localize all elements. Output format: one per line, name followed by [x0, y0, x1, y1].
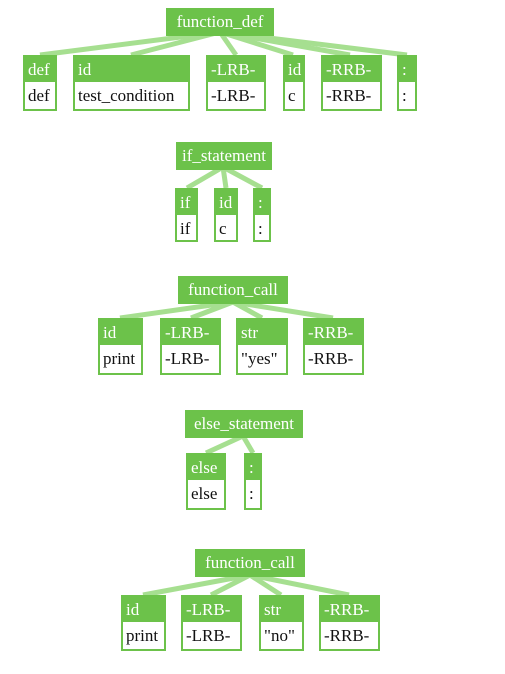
- leaf-lrb: -LRB- -LRB-: [160, 318, 221, 375]
- leaf-value: else: [191, 484, 218, 503]
- leaf-rrb: -RRB- -RRB-: [319, 595, 380, 651]
- leaf-type: id: [100, 320, 141, 345]
- leaf-type: :: [246, 455, 260, 480]
- leaf-value: -LRB-: [165, 349, 210, 368]
- leaf-value: -LRB-: [186, 626, 231, 645]
- leaf-str: str "yes": [236, 318, 288, 375]
- leaf-type: str: [238, 320, 286, 345]
- leaf-type: -RRB-: [305, 320, 362, 345]
- leaf-value: "no": [264, 626, 295, 645]
- leaf-type: :: [399, 57, 415, 82]
- leaf-value: -RRB-: [324, 626, 370, 645]
- leaf-type: :: [255, 190, 269, 215]
- leaf-type: def: [25, 57, 55, 82]
- leaf-value: -LRB-: [211, 86, 256, 105]
- leaf-id: id c: [214, 188, 238, 242]
- leaf-type: -RRB-: [321, 597, 378, 622]
- node-if-statement: if_statement: [176, 142, 272, 170]
- leaf-def: def def: [23, 55, 57, 111]
- leaf-type: id: [285, 57, 303, 82]
- leaf-value: if: [180, 219, 191, 238]
- leaf-type: str: [261, 597, 302, 622]
- leaf-type: id: [216, 190, 236, 215]
- leaf-type: if: [177, 190, 196, 215]
- parse-tree-function-call-no: function_call id print -LRB- -LRB- str "…: [0, 540, 505, 665]
- leaf-id: id print: [121, 595, 166, 651]
- node-function-call: function_call: [195, 549, 305, 577]
- leaf-id: id print: [98, 318, 143, 375]
- leaf-value: test_condition: [78, 86, 175, 105]
- node-function-def: function_def: [166, 8, 274, 36]
- leaf-value: :: [249, 484, 254, 503]
- leaf-type: -RRB-: [323, 57, 380, 82]
- leaf-colon: : :: [244, 453, 262, 510]
- leaf-value: c: [219, 219, 227, 238]
- leaf-if: if if: [175, 188, 198, 242]
- leaf-type: -LRB-: [162, 320, 219, 345]
- leaf-id: id test_condition: [73, 55, 190, 111]
- leaf-rrb: -RRB- -RRB-: [321, 55, 382, 111]
- leaf-else: else else: [186, 453, 226, 510]
- leaf-colon: : :: [397, 55, 417, 111]
- parse-tree-function-def: function_def def def id test_condition -…: [0, 0, 505, 115]
- leaf-type: -LRB-: [183, 597, 240, 622]
- leaf-type: id: [75, 57, 188, 82]
- node-function-call: function_call: [178, 276, 288, 304]
- leaf-id: id c: [283, 55, 305, 111]
- leaf-type: else: [188, 455, 224, 480]
- leaf-lrb: -LRB- -LRB-: [181, 595, 242, 651]
- leaf-value: print: [126, 626, 159, 645]
- parse-tree-if-statement: if_statement if if id c : :: [0, 135, 505, 245]
- leaf-str: str "no": [259, 595, 304, 651]
- leaf-colon: : :: [253, 188, 271, 242]
- leaf-value: "yes": [241, 349, 278, 368]
- parse-tree-function-call-yes: function_call id print -LRB- -LRB- str "…: [0, 268, 505, 380]
- parse-tree-else-statement: else_statement else else : :: [0, 403, 505, 515]
- leaf-value: :: [402, 86, 407, 105]
- node-else-statement: else_statement: [185, 410, 303, 438]
- leaf-type: -LRB-: [208, 57, 264, 82]
- leaf-value: :: [258, 219, 263, 238]
- leaf-value: -RRB-: [308, 349, 354, 368]
- leaf-value: c: [288, 86, 296, 105]
- leaf-type: id: [123, 597, 164, 622]
- leaf-rrb: -RRB- -RRB-: [303, 318, 364, 375]
- leaf-lrb: -LRB- -LRB-: [206, 55, 266, 111]
- leaf-value: -RRB-: [326, 86, 372, 105]
- leaf-value: print: [103, 349, 136, 368]
- leaf-value: def: [28, 86, 50, 105]
